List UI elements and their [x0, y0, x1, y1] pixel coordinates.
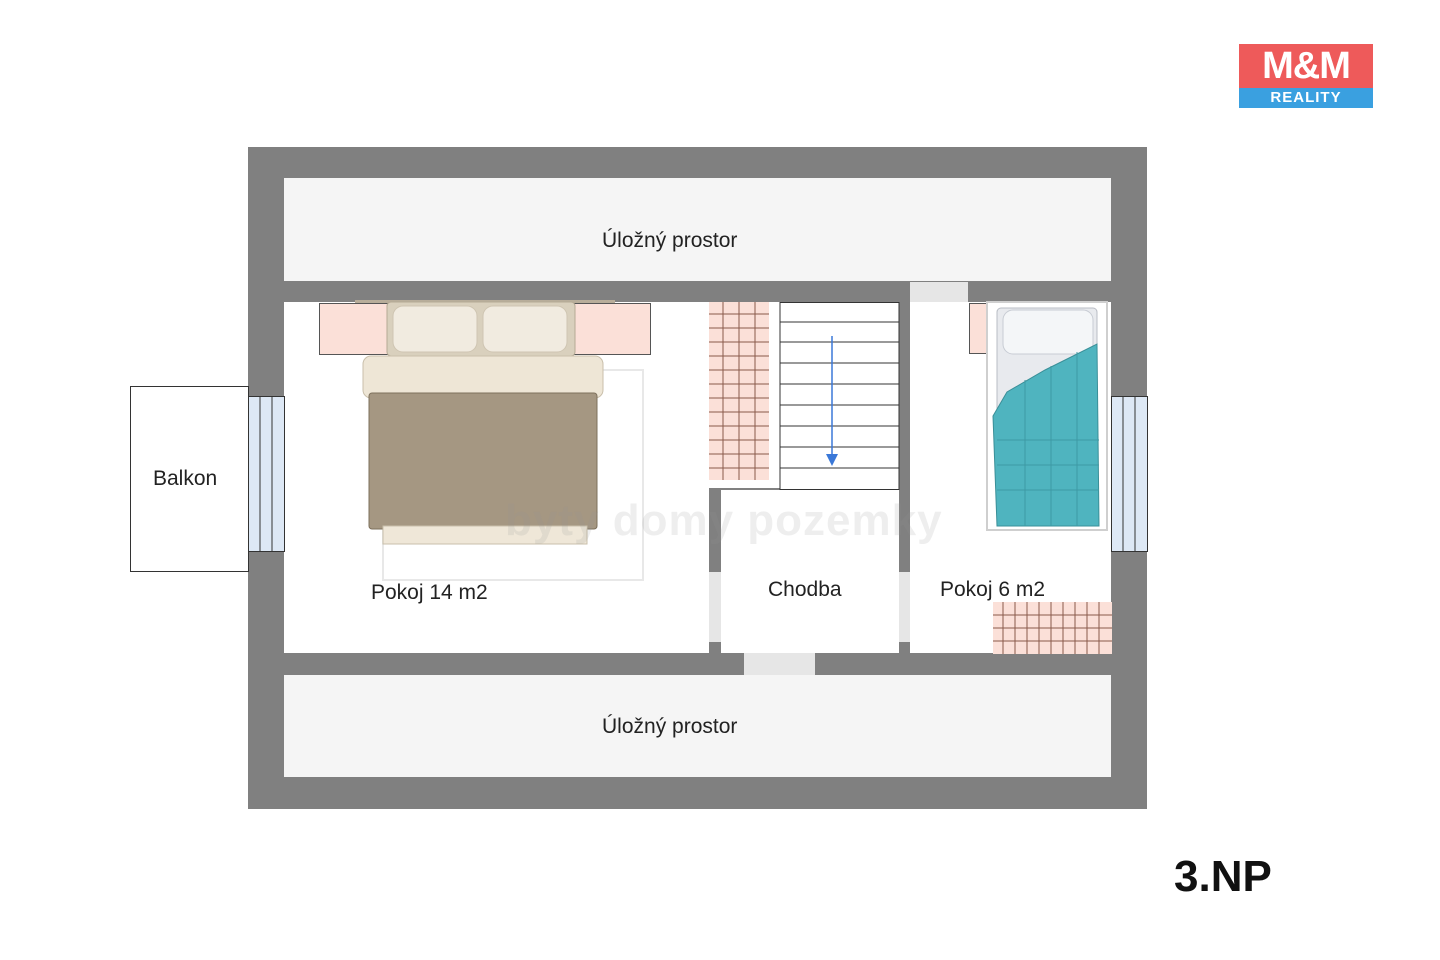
door-opening-right — [899, 572, 910, 642]
watermark: byty domy pozemky — [505, 496, 943, 545]
floor-title: 3.NP — [1174, 852, 1272, 901]
logo-sub: REALITY — [1239, 88, 1373, 108]
window-icon — [1111, 396, 1148, 552]
storage-bottom — [284, 675, 1111, 777]
logo-icon: M&M REALITY — [1239, 44, 1373, 108]
label-room-large: Pokoj 14 m2 — [371, 581, 488, 604]
logo-brand: M&M — [1239, 44, 1373, 88]
label-room-small: Pokoj 6 m2 — [940, 578, 1046, 601]
label-hallway: Chodba — [768, 578, 842, 601]
staircase-icon — [779, 302, 900, 490]
room-hallway — [721, 490, 899, 653]
storage-top — [284, 178, 1111, 281]
door-opening-small-room — [910, 282, 968, 302]
double-bed-icon — [355, 300, 644, 581]
shelf-icon — [993, 602, 1112, 654]
single-bed-icon — [986, 301, 1108, 531]
label-balcony: Balkon — [153, 467, 218, 490]
window-icon — [248, 396, 285, 552]
label-storage-top: Úložný prostor — [602, 229, 738, 252]
door-opening-hallway — [744, 653, 815, 675]
label-storage-bottom: Úložný prostor — [602, 715, 738, 738]
door-opening-left — [709, 572, 721, 642]
staircase-icon — [709, 302, 769, 480]
